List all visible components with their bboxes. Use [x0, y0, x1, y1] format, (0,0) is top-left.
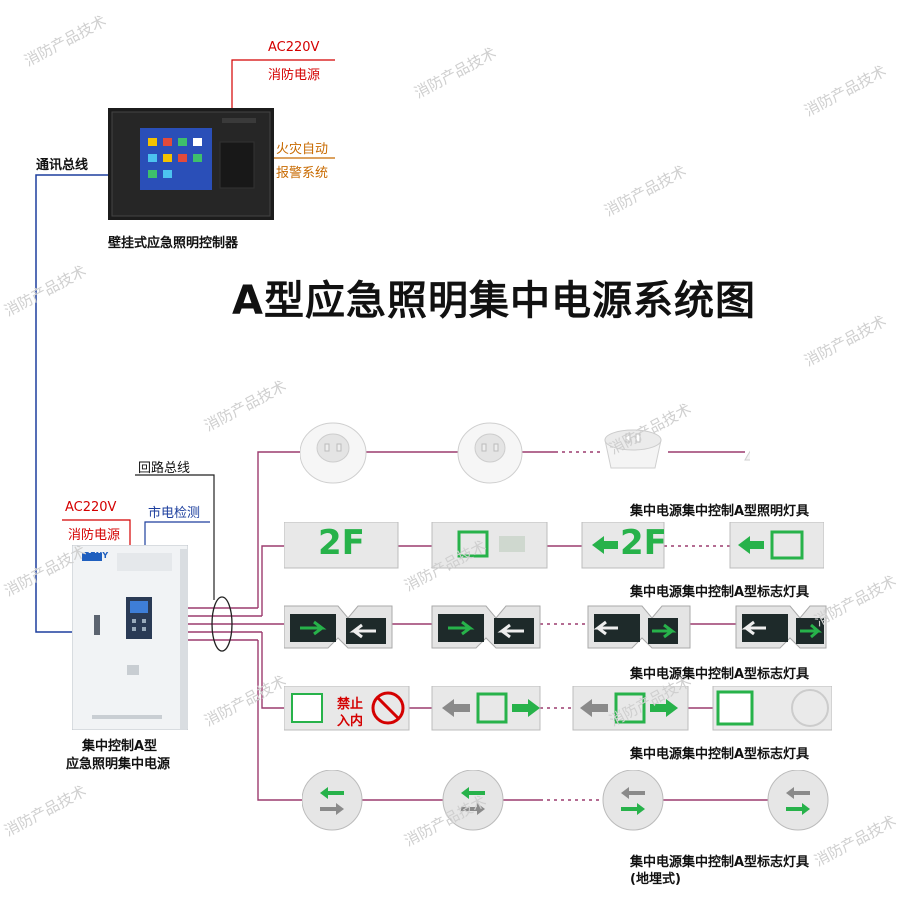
floor-sign: [284, 522, 399, 569]
fire-alarm-label-2: 报警系统: [276, 166, 329, 181]
controller-power-label: 消防电源: [268, 68, 321, 83]
ps-caption-1: 集中控制A型: [82, 739, 158, 754]
cable-bundle-ring: [211, 596, 233, 652]
ceiling-light: [604, 429, 662, 469]
floor-sign-text: 2F: [318, 523, 365, 563]
no-entry-text-1: 禁止: [337, 697, 364, 712]
floor-embedded-sign: [302, 770, 363, 831]
exit-arrow-sign: [431, 686, 541, 731]
comm-bus-line: [35, 174, 108, 633]
comm-bus-label: 通讯总线: [36, 158, 89, 173]
row3-caption: 集中电源集中控制A型标志灯具: [630, 667, 810, 682]
double-sided-sign: [735, 605, 827, 649]
brand-label: RENY: [84, 551, 109, 560]
ps-ac-label: AC220V: [65, 500, 117, 515]
double-sided-sign: [587, 605, 691, 649]
power-supply-cabinet: [72, 545, 188, 730]
row4-fixtures: [284, 686, 832, 731]
floor-embedded-sign: [442, 770, 504, 831]
wall-controller-device: [108, 108, 274, 220]
ceiling-light: [300, 422, 367, 484]
controller-ac-label: AC220V: [268, 40, 320, 55]
floor-embedded-sign: [767, 770, 829, 831]
exit-sign: [431, 522, 548, 569]
row5-caption: 集中电源集中控制A型标志灯具: [630, 855, 810, 870]
ceiling-light: [457, 422, 523, 484]
row2-fixtures: [284, 522, 824, 569]
double-sided-sign: [284, 605, 393, 649]
row5-fixtures: [302, 770, 829, 831]
controller-ac-line: [231, 59, 335, 108]
mains-detect-label: 市电检测: [148, 506, 201, 521]
no-entry-text-2: 入内: [337, 714, 364, 729]
ps-power-label: 消防电源: [68, 528, 121, 543]
row2-caption: 集中电源集中控制A型标志灯具: [630, 585, 810, 600]
row1-caption: 集中电源集中控制A型照明灯具: [630, 504, 810, 519]
floor-arrow-sign-text: 2F: [620, 523, 667, 563]
row5-caption-sub: (地埋式): [630, 872, 681, 887]
ps-caption-2: 应急照明集中电源: [66, 757, 171, 772]
exit-sign: [712, 686, 832, 731]
fire-alarm-label-1: 火灾自动: [276, 142, 329, 157]
row4-caption: 集中电源集中控制A型标志灯具: [630, 747, 810, 762]
exit-arrow-sign: [729, 522, 824, 569]
loop-bus-marker: [135, 474, 215, 600]
row1-fixtures: [300, 422, 750, 484]
row3-fixtures: [284, 605, 827, 649]
page-title: A型应急照明集中电源系统图: [232, 278, 756, 324]
floor-embedded-sign: [602, 770, 664, 831]
double-sided-sign: [431, 605, 541, 649]
exit-arrow-sign: [572, 686, 689, 731]
loop-bus-label: 回路总线: [138, 461, 191, 476]
controller-caption: 壁挂式应急照明控制器: [108, 236, 239, 251]
ceiling-light: [744, 450, 750, 461]
floor-arrow-sign: [581, 522, 665, 569]
mains-detect-line: [144, 521, 210, 545]
no-entry-sign: [284, 686, 410, 731]
ps-ac-line: [62, 519, 131, 545]
